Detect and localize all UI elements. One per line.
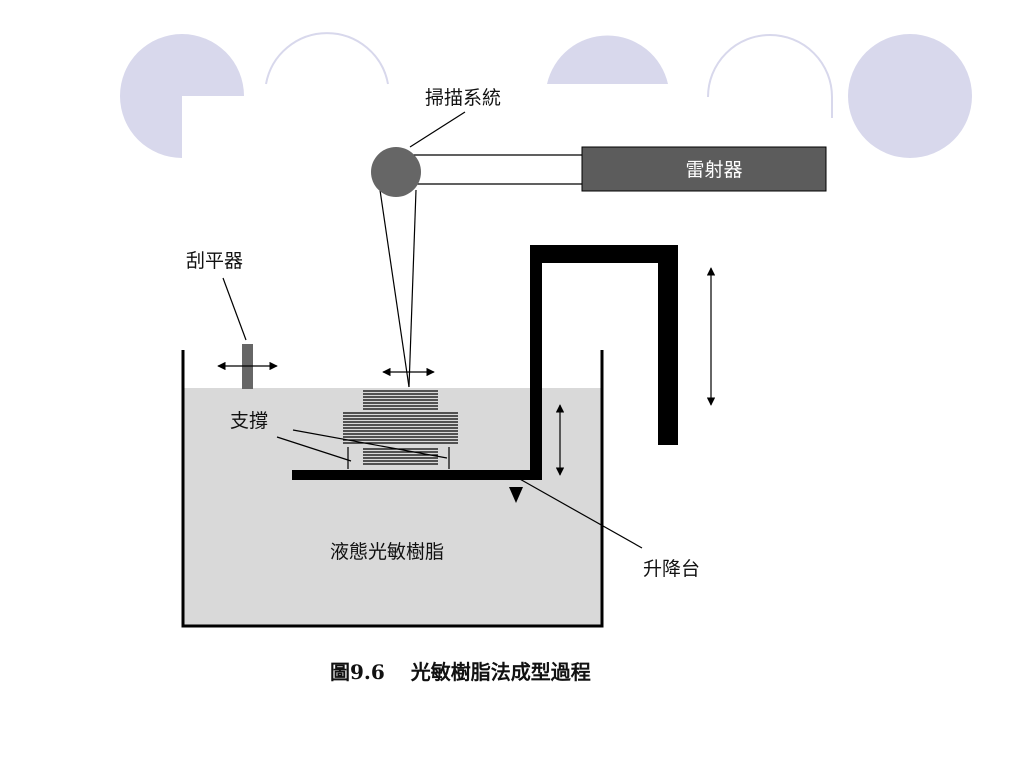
elevator-label: 升降台 — [643, 558, 700, 580]
decor-ring-4 — [707, 34, 833, 118]
support-label: 支撐 — [230, 410, 268, 432]
figure-title: 光敏樹脂法成型過程 — [410, 660, 591, 684]
figure-number: 圖9.6 — [330, 660, 385, 684]
laser-label: 雷射器 — [685, 159, 742, 181]
decor-circle-1 — [120, 34, 244, 158]
scanner-leader — [409, 111, 466, 148]
resin-vat — [181, 350, 604, 628]
scanning-system-label: 掃描系統 — [425, 87, 501, 109]
decorative-header-circles — [120, 32, 972, 158]
laser-source — [581, 146, 827, 192]
elevator-platform — [292, 245, 678, 503]
decor-circle-5 — [848, 34, 972, 158]
resin-label: 液態光敏樹脂 — [330, 541, 444, 563]
recoater-leader — [222, 277, 247, 341]
figure-caption: 圖9.6 光敏樹脂法成型過程 — [330, 660, 591, 684]
decor-ring-2 — [265, 32, 389, 85]
support-leader-1 — [276, 436, 352, 462]
laser-beam-path — [397, 154, 582, 185]
recoater-label: 刮平器 — [186, 250, 243, 272]
support-structures — [347, 447, 450, 469]
scanner-mirror — [371, 147, 421, 197]
support-leader-2 — [292, 429, 448, 459]
elevator-pointer-triangle — [509, 487, 523, 503]
elevator-leader — [517, 477, 643, 549]
leader-lines — [222, 111, 643, 549]
decor-circle-3 — [547, 35, 668, 84]
laser-beam — [379, 189, 417, 388]
